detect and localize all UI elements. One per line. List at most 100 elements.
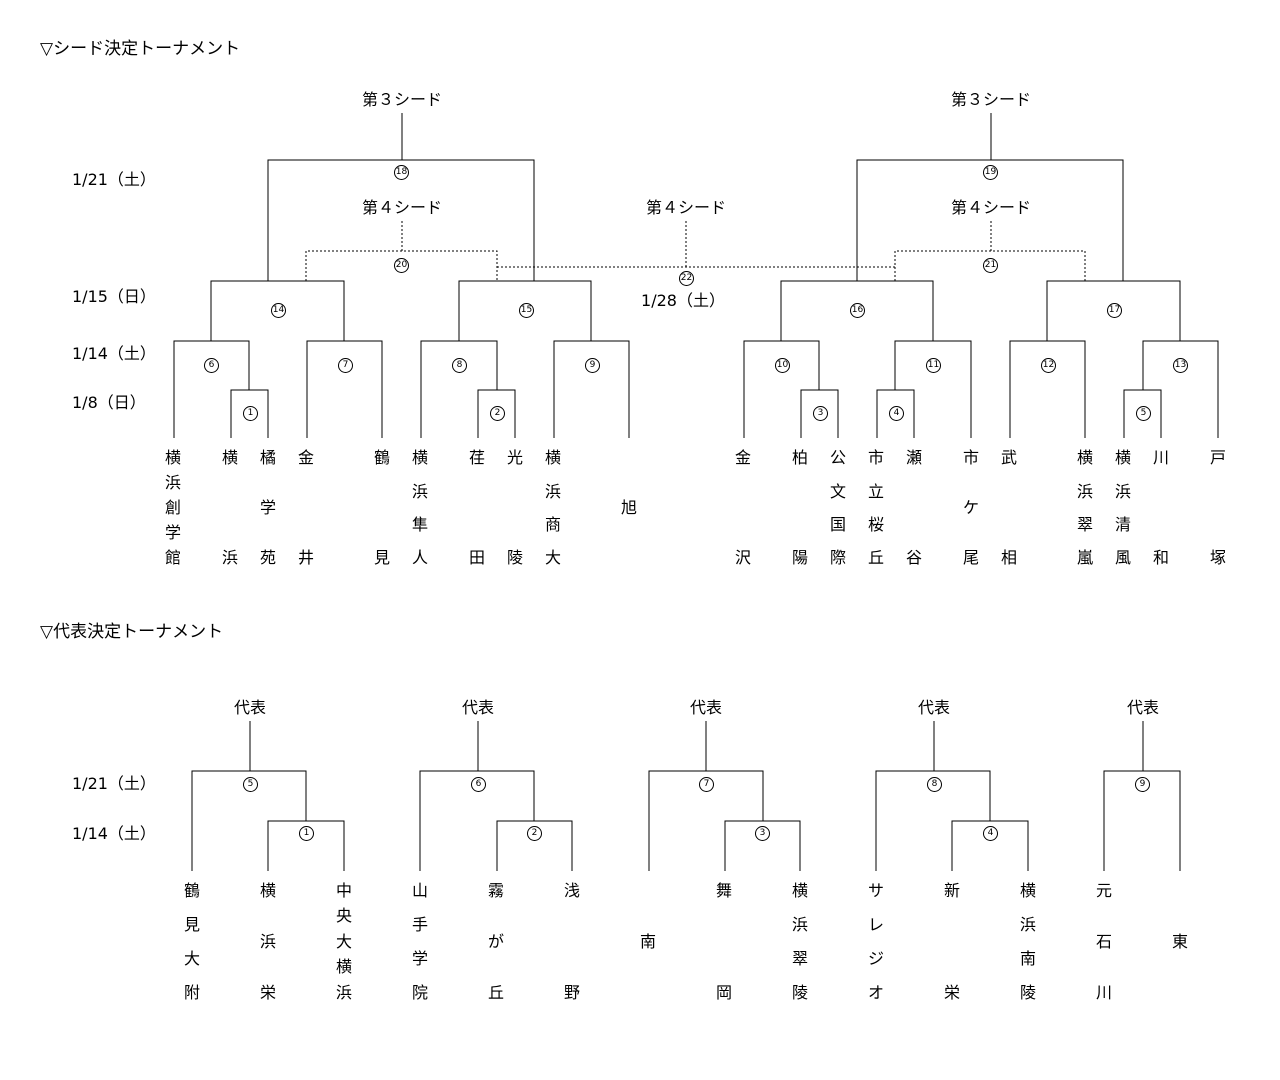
team-name-char: 南: [1020, 949, 1037, 968]
team-name-char: 人: [412, 548, 429, 567]
team-name-char: 岡: [716, 983, 733, 1002]
team-name-char: 新: [944, 881, 961, 900]
team-name-char: 山: [412, 881, 429, 900]
team-name-char: 陵: [1020, 983, 1037, 1002]
team-name-char: 公: [830, 448, 847, 467]
team-name-char: 横: [545, 448, 562, 467]
match-number: 6: [471, 777, 486, 792]
team-name-char: 学: [260, 498, 277, 517]
team-name-char: 浜: [336, 983, 353, 1002]
team-name-char: 沢: [735, 548, 752, 567]
section-title: ▽代表決定トーナメント: [40, 622, 224, 642]
team-name-char: 浜: [222, 548, 239, 567]
team-name-char: 和: [1153, 548, 1170, 567]
round-date: 1/21（土）: [72, 170, 156, 189]
team-name-char: 丘: [488, 983, 505, 1002]
team-name-char: 大: [336, 932, 353, 951]
team-name-char: 立: [868, 482, 885, 501]
match-number: 6: [204, 358, 219, 373]
team-name-char: 橘: [260, 448, 277, 467]
team-name-char: 大: [545, 548, 562, 567]
team-name-char: 浜: [1020, 915, 1037, 934]
team-name-char: レ: [868, 915, 885, 934]
representative-label: 代表: [233, 698, 267, 717]
team-name-char: 荏: [469, 448, 486, 467]
team-name-char: 清: [1115, 515, 1132, 534]
match-number: 2: [527, 826, 542, 841]
team-name-char: 見: [184, 915, 201, 934]
match-number: 18: [394, 165, 409, 180]
seed-label: 第３シード: [950, 90, 1032, 109]
team-name-char: 旭: [621, 498, 638, 517]
seed-label: 第４シード: [950, 198, 1032, 217]
team-name-char: 商: [545, 515, 562, 534]
team-name-char: 栄: [944, 983, 961, 1002]
section-title: ▽シード決定トーナメント: [40, 39, 241, 59]
match-number: 5: [243, 777, 258, 792]
team-name-char: が: [488, 932, 505, 951]
team-name-char: 霧: [488, 881, 505, 900]
match-number: 22: [679, 271, 694, 286]
team-name-char: 大: [184, 949, 201, 968]
seed-label: 第４シード: [361, 198, 443, 217]
match-number: 10: [775, 358, 790, 373]
match-number: 16: [850, 303, 865, 318]
match-number: 20: [394, 258, 409, 273]
team-name-char: 陵: [792, 983, 809, 1002]
match-number: 8: [927, 777, 942, 792]
bracket-line: [210, 280, 345, 341]
team-name-char: 柏: [792, 448, 809, 467]
team-name-char: 横: [336, 957, 353, 976]
dashed-bracket: [894, 250, 1086, 281]
team-name-char: 元: [1096, 881, 1113, 900]
team-name-char: 中: [336, 881, 353, 900]
team-name-char: 金: [298, 448, 315, 467]
match-number: 21: [983, 258, 998, 273]
seed-label: 第３シード: [361, 90, 443, 109]
team-name-char: 院: [412, 983, 429, 1002]
team-name-char: 苑: [260, 548, 277, 567]
team-name-char: 東: [1172, 932, 1189, 951]
team-name-char: 横: [1115, 448, 1132, 467]
bracket-line: [856, 159, 1124, 281]
team-name-char: 浜: [792, 915, 809, 934]
team-name-char: 浜: [545, 482, 562, 501]
round-date: 1/15（日）: [72, 287, 156, 306]
team-name-char: 陵: [507, 548, 524, 567]
match-number: 5: [1136, 406, 1151, 421]
team-name-char: 鶴: [374, 448, 391, 467]
bracket-line: [458, 280, 592, 341]
team-name-char: 横: [222, 448, 239, 467]
match-number: 17: [1107, 303, 1122, 318]
team-name-char: 隼: [412, 515, 429, 534]
team-name-char: 陽: [792, 548, 809, 567]
round-date: 1/21（土）: [72, 774, 156, 793]
bracket-line: [267, 159, 535, 281]
team-name-char: 浜: [412, 482, 429, 501]
team-name-char: 舞: [716, 881, 733, 900]
representative-label: 代表: [689, 698, 723, 717]
team-name-char: 横: [1077, 448, 1094, 467]
representative-label: 代表: [461, 698, 495, 717]
team-name-char: 南: [640, 932, 657, 951]
final-date: 1/28（土）: [641, 291, 725, 310]
team-name-char: オ: [868, 983, 885, 1002]
team-name-char: 館: [165, 548, 182, 567]
team-name-char: 横: [1020, 881, 1037, 900]
match-number: 7: [699, 777, 714, 792]
round-date: 1/14（土）: [72, 824, 156, 843]
team-name-char: 武: [1001, 448, 1018, 467]
seed-label: 第４シード: [645, 198, 727, 217]
team-name-char: 嵐: [1077, 548, 1094, 567]
match-number: 9: [1135, 777, 1150, 792]
match-number: 9: [585, 358, 600, 373]
bracket-line: [553, 340, 630, 438]
match-number: 8: [452, 358, 467, 373]
bracket-line: [306, 340, 383, 438]
team-name-char: 井: [298, 548, 315, 567]
team-name-char: 鶴: [184, 881, 201, 900]
team-name-char: 翠: [792, 949, 809, 968]
match-number: 7: [338, 358, 353, 373]
